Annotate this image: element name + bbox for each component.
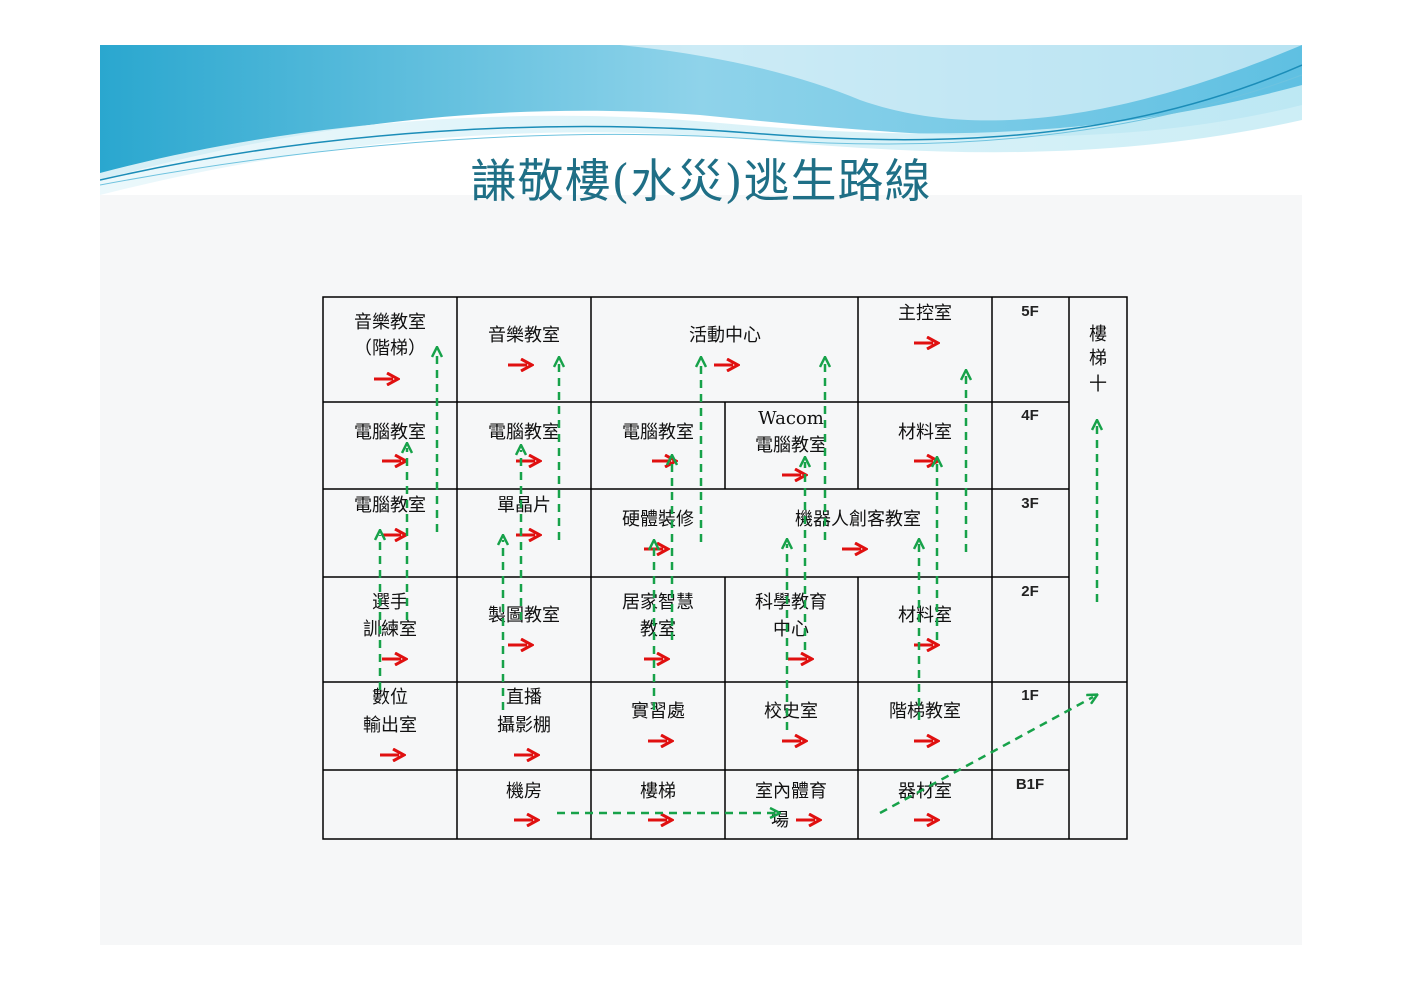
room-label: 選手: [372, 592, 408, 613]
room-label: 電腦教室: [488, 422, 560, 443]
red-arrows: [374, 343, 933, 820]
room-label: 校史室: [764, 701, 818, 722]
room-label: 電腦教室: [622, 422, 694, 443]
floor-label-2f: 2F: [1021, 583, 1039, 600]
stair-label-char: 樓: [1089, 324, 1107, 345]
room-label: 科學教育: [755, 592, 827, 613]
floor-label-3f: 3F: [1021, 495, 1039, 512]
floor-grid: [322, 296, 1128, 840]
room-label: （階梯）: [354, 338, 426, 359]
room-label: 數位: [372, 687, 408, 708]
room-labels: 音樂教室 （階梯） 音樂教室 活動中心 主控室 電腦教室 電腦教室 電腦教室 W…: [354, 303, 961, 831]
room-label: 製圖教室: [488, 605, 560, 626]
floor-label-4f: 4F: [1021, 407, 1039, 424]
stair-label-char: 梯: [1089, 348, 1107, 369]
room-label: 音樂教室: [354, 312, 426, 333]
room-label: 硬體裝修: [622, 509, 694, 530]
stair-label-char: 十: [1089, 374, 1107, 395]
green-route-arrow: [879, 697, 1093, 815]
room-label: 階梯教室: [889, 701, 961, 722]
room-label: 樓梯: [640, 781, 676, 802]
room-label: 單晶片: [497, 495, 551, 516]
floor-label-5f: 5F: [1021, 303, 1039, 320]
room-label: 材料室: [898, 605, 952, 626]
room-label: 訓練室: [363, 619, 417, 640]
room-label: 主控室: [898, 303, 952, 324]
room-label: 電腦教室: [354, 422, 426, 443]
room-label: 攝影棚: [497, 715, 551, 736]
green-evacuation-routes: [380, 352, 1097, 813]
floor-label-b1f: B1F: [1016, 776, 1044, 793]
room-label: 電腦教室: [755, 435, 827, 456]
wave-banner: [100, 45, 1302, 195]
room-label: 機房: [506, 781, 542, 802]
room-label: 實習處: [631, 701, 685, 722]
room-label: 居家智慧: [622, 592, 694, 613]
page-title: 謙敬樓(水災)逃生路線: [470, 154, 932, 208]
room-label: Wacom: [758, 408, 824, 429]
room-label: 輸出室: [363, 715, 417, 736]
room-label: 音樂教室: [488, 325, 560, 346]
slide-background: 謙敬樓(水災)逃生路線: [100, 45, 1302, 945]
room-label: 教室: [640, 619, 676, 640]
stair-label: 樓 梯 十: [1089, 324, 1107, 395]
room-label: 中心: [773, 619, 809, 640]
room-label: 電腦教室: [354, 495, 426, 516]
room-label: 機器人創客教室: [795, 509, 921, 530]
room-label: 室內體育: [755, 781, 827, 802]
room-label: 材料室: [898, 422, 952, 443]
room-label: 活動中心: [689, 325, 761, 346]
room-label: 直播: [506, 687, 542, 708]
floor-labels: 5F 4F 3F 2F 1F B1F: [1016, 303, 1044, 793]
floor-label-1f: 1F: [1021, 687, 1039, 704]
